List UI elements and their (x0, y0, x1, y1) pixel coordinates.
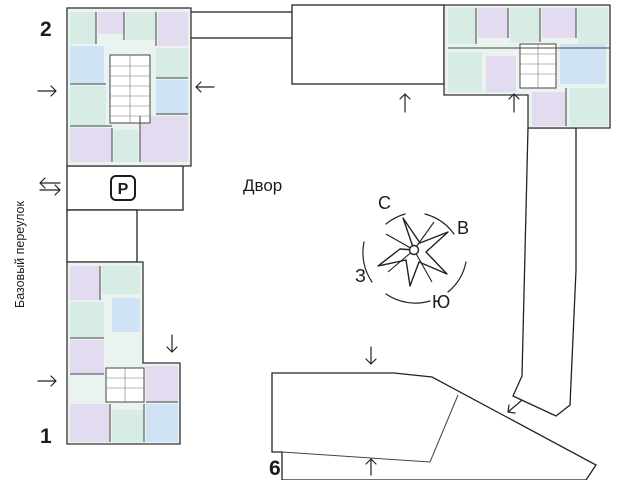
east-corridor (512, 127, 577, 417)
parking-label: P (118, 181, 129, 198)
entrance-arrow-icon (365, 346, 377, 365)
entrance-arrow-icon (507, 399, 523, 414)
building-6-outline (271, 372, 597, 480)
building-1-number: 1 (40, 425, 52, 448)
entrance-arrow-icon (508, 93, 520, 113)
building-1-plan (66, 261, 181, 445)
compass-north: С (378, 193, 391, 213)
entrance-arrow-icon (39, 184, 61, 196)
entrance-arrow-icon (195, 81, 215, 93)
building-6-number: 6 (269, 457, 281, 480)
building-2-plan (66, 7, 192, 167)
entrance-arrow-icon (37, 375, 57, 387)
compass-south: Ю (432, 292, 450, 312)
east-wing-plan (443, 4, 611, 129)
building-2-number: 2 (40, 18, 52, 41)
parking-sign-icon: P (110, 175, 136, 201)
compass-rose-icon: С В Ю З (355, 193, 469, 312)
entrance-arrow-icon (39, 177, 61, 189)
entrance-arrow-icon (365, 458, 377, 476)
yard-label: Двор (243, 176, 282, 195)
central-block (291, 4, 445, 85)
compass-west: З (355, 266, 366, 286)
entrance-arrow-icon (399, 93, 411, 113)
street-label: Базовый переулок (13, 201, 27, 308)
entrance-arrows (37, 81, 523, 476)
entrance-arrow-icon (166, 334, 178, 353)
compass-east: В (457, 218, 469, 238)
entrance-arrow-icon (37, 85, 57, 97)
connector-outlines (66, 4, 597, 480)
